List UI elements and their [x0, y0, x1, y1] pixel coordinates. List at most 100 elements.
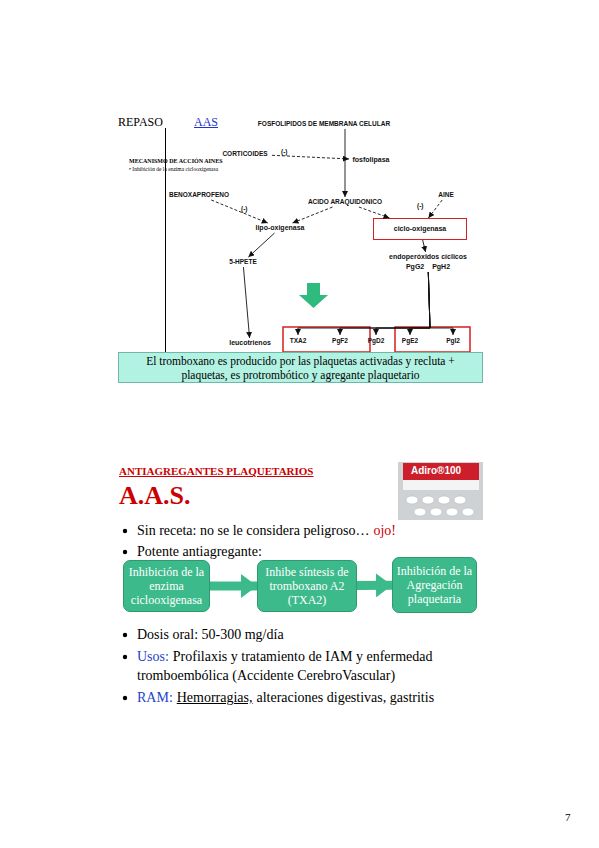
- pill: [422, 496, 434, 504]
- block-arrow-connector: [210, 582, 257, 591]
- pill: [438, 496, 450, 504]
- prostanoid-term: PgE2: [397, 335, 423, 347]
- node-text: lipo-oxigenasa: [255, 223, 304, 233]
- note-heading: MECANISMO DE ACCIÓN AINES: [129, 158, 223, 164]
- pathway-arrow: [359, 207, 390, 218]
- pathway-arrow: [428, 272, 453, 335]
- node-text: ciclo-oxigenasa: [394, 224, 447, 234]
- text-line: RAM:Hemorragias,alteraciones digestivas,…: [137, 688, 482, 707]
- product-name: Adiro®100: [411, 465, 461, 476]
- pathway-arrow: [243, 267, 249, 338]
- pathway-arrow: [340, 272, 430, 335]
- prostanoid-term: PgF2: [327, 335, 353, 347]
- enzyme-term: fosfolipasa: [349, 155, 393, 165]
- bullet-text: alteraciones digestivas, gastritis: [256, 690, 434, 705]
- bullet-text: Profilaxis y tratamiento de IAM y enferm…: [137, 649, 433, 683]
- pill: [414, 508, 426, 516]
- process-box: Inhibe síntesis de tromboxano A2 (TXA2): [257, 560, 357, 612]
- node-text: PgE2: [402, 336, 418, 346]
- node-text: Inhibición de la Agregación plaquetaria: [396, 564, 473, 606]
- pill-blister: [406, 496, 474, 516]
- node-text: fosfolipasa: [353, 155, 390, 165]
- bullet-key: Usos:: [137, 649, 169, 664]
- pill: [406, 496, 418, 504]
- pill: [462, 508, 474, 516]
- text-line: Sin receta: no se le considera peligroso…: [137, 521, 477, 540]
- bullet-text: Dosis oral: 50-300 mg/día: [137, 627, 284, 642]
- pathway-arrow: [410, 272, 430, 335]
- text-line: Potente antiagregante:: [137, 542, 477, 561]
- highlight-box: [395, 327, 470, 352]
- pathway-arrow: [376, 272, 430, 335]
- node-text: 5-HPETE: [229, 257, 256, 267]
- metabolite-term: 5-HPETE: [226, 257, 260, 267]
- pathway-arrow: [211, 200, 267, 223]
- bullet-key: RAM:: [137, 690, 173, 705]
- bullet-dot: [123, 550, 127, 554]
- bullet-text: Sin receta: no se le considera peligroso…: [137, 523, 369, 538]
- node-text: CORTICOIDES: [222, 149, 267, 159]
- pathway-term: FOSFOLIPIDOS DE MEMBRANA CELULAR: [258, 119, 390, 129]
- edge-label: (-): [417, 202, 424, 209]
- enzyme-term: lipo-oxigenasa: [252, 223, 308, 233]
- text-line: Usos:Profilaxis y tratamiento de IAM y e…: [137, 647, 482, 685]
- bullet-dot: [123, 696, 127, 700]
- pill: [454, 496, 466, 504]
- drug-term: CORTICOIDES: [218, 149, 272, 159]
- pathway-arrow: [272, 155, 349, 159]
- pathway-arrow: [248, 233, 274, 257]
- product-box: [403, 480, 479, 490]
- node-text: TXA2: [290, 336, 307, 346]
- prostanoid-term: TXA2: [285, 335, 311, 347]
- pathway-arrow: [428, 200, 442, 218]
- pathway-arrow: [293, 207, 333, 223]
- summary-banner: El tromboxano es producido por las plaqu…: [118, 352, 483, 383]
- drug-term: BENOXAPROFENO: [166, 190, 232, 200]
- prostanoid-term: PgI2: [440, 335, 466, 347]
- pathway-arrow: [298, 272, 430, 335]
- highlight-box: [283, 327, 370, 352]
- node-text: FOSFOLIPIDOS DE MEMBRANA CELULAR: [258, 119, 390, 129]
- pathway-term: ACIDO ARAQUIDONICO: [304, 197, 386, 207]
- text-line: Dosis oral: 50-300 mg/día: [137, 625, 477, 644]
- node-text: ACIDO ARAQUIDONICO: [308, 197, 382, 207]
- process-box: Inhibición de la enzima ciclooxigenasa: [123, 560, 210, 612]
- slide-tag: REPASO: [118, 115, 163, 130]
- pathway-arrow: [345, 129, 346, 197]
- node-text: El tromboxano es producido por las plaqu…: [125, 354, 476, 382]
- metabolite-term: leucotrienos: [224, 338, 276, 348]
- bullet-list: [123, 529, 127, 700]
- pill: [430, 508, 442, 516]
- node-text: endoperóxidos cíclicos: [389, 252, 467, 262]
- block-arrow-connector: [357, 581, 392, 590]
- slide-title: A.A.S.: [119, 481, 191, 511]
- node-text: PgF2: [332, 336, 348, 346]
- node-text: PgI2: [446, 336, 460, 346]
- bullet-dot: [123, 633, 127, 637]
- node-text: leucotrienos: [229, 338, 271, 348]
- bullet-text: Potente antiagregante:: [137, 544, 262, 559]
- edge-label: (-): [241, 205, 248, 212]
- block-arrow: [299, 283, 328, 308]
- product-band: [403, 463, 479, 480]
- section-heading: ANTIAGREGANTES PLAQUETARIOS: [119, 465, 313, 477]
- node-text: AINE: [438, 190, 454, 200]
- node-text: BENOXAPROFENO: [169, 190, 229, 200]
- node-text: PgD2: [368, 336, 385, 346]
- product-photo: [398, 462, 483, 520]
- link-text: AAS: [194, 115, 218, 130]
- pill: [446, 508, 458, 516]
- bullet-dot: [123, 529, 127, 533]
- page-number: 7: [565, 811, 571, 823]
- process-box: Inhibición de la Agregación plaquetaria: [392, 557, 477, 613]
- warning-text: ojo!: [373, 523, 396, 538]
- pathway-arrow: [423, 240, 426, 252]
- edge-label: (-): [281, 148, 288, 155]
- prostanoid-term: PgD2: [363, 335, 389, 347]
- enzyme-box: ciclo-oxigenasa: [373, 218, 467, 240]
- metabolite-term: endoperóxidos cíclicosPgG2 PgH2: [388, 252, 468, 272]
